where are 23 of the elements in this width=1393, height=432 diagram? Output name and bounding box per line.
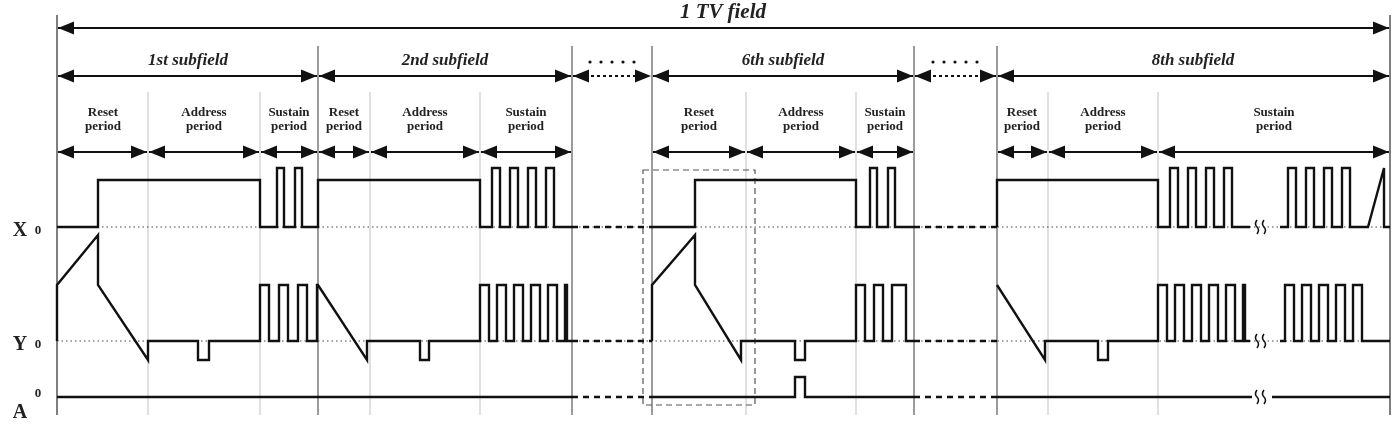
subfield-label: 1st subfield (148, 50, 228, 70)
subfield-label: 8th subfield (1151, 50, 1235, 70)
period-label: Address period (1079, 104, 1127, 134)
zero-level-label: 0 (34, 385, 42, 401)
period-label: Sustain period (504, 104, 548, 134)
zero-level-label: 0 (34, 222, 42, 238)
signal-name: A (12, 400, 28, 422)
period-label: Sustain period (1252, 104, 1296, 134)
period-label: Reset period (679, 104, 719, 134)
subfield-label: 6th subfield (741, 50, 825, 70)
span-label: 1 TV field (680, 0, 766, 24)
subfield-label: 2nd subfield (401, 50, 489, 70)
period-label: Reset period (83, 104, 123, 134)
period-label: Address period (777, 104, 825, 134)
signal-name: X (12, 218, 28, 240)
period-label: Address period (401, 104, 449, 134)
period-label: Sustain period (863, 104, 907, 134)
period-label: Reset period (324, 104, 364, 134)
zero-level-label: 0 (34, 336, 42, 352)
period-label: Reset period (1002, 104, 1042, 134)
period-label: Address period (180, 104, 228, 134)
period-label: Sustain period (267, 104, 311, 134)
signal-name: Y (12, 332, 28, 354)
